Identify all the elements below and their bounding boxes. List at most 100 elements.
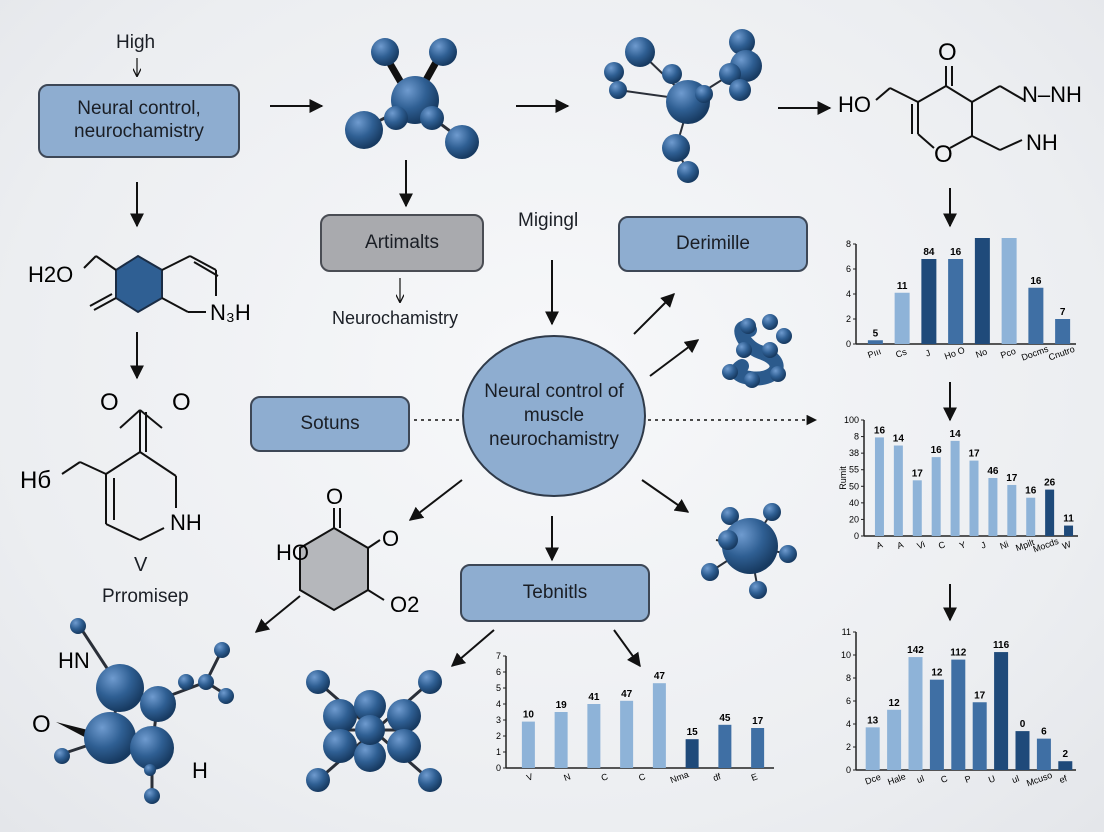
bar-data-label: 16 (950, 247, 962, 258)
y-tick-label: 20 (849, 514, 859, 524)
bar (620, 700, 634, 768)
o-label: O (32, 711, 51, 738)
bar-data-label: 116 (993, 640, 1010, 651)
x-tick-label: Vi (916, 539, 927, 551)
promisep-label: Prromisep (102, 586, 189, 607)
bar-data-label: 14 (950, 429, 962, 440)
bar-data-label: 19 (556, 700, 568, 711)
bar-data-label: 16 (1025, 486, 1037, 497)
o-ring-label: O (934, 141, 953, 168)
x-tick-label: C (600, 771, 610, 783)
y-tick-label: 3 (496, 715, 501, 725)
neural-control-box[interactable]: Neural control, neurochamistry (38, 84, 240, 158)
y-tick-label: 4 (846, 289, 851, 299)
x-tick-label: Pııı (866, 346, 882, 360)
bar (1055, 319, 1071, 344)
o-hex-right-label: O (382, 526, 399, 551)
bar (1036, 738, 1051, 770)
y-tick-label: 0 (496, 763, 501, 773)
x-tick-label: Cnutro (1047, 344, 1076, 363)
bar (652, 683, 666, 768)
x-tick-label: P (963, 773, 972, 784)
bar (867, 340, 883, 344)
bar (929, 679, 944, 770)
x-tick-label: df (712, 771, 723, 783)
artimalts-box[interactable]: Artimalts (320, 214, 484, 272)
y-tick-label: 2 (496, 731, 501, 741)
bar (921, 259, 937, 344)
bar (1026, 497, 1036, 536)
y-tick-label: 38 (849, 448, 859, 458)
bar (1058, 761, 1073, 770)
bar (908, 657, 923, 770)
molecule-lattice (306, 670, 442, 792)
bar-data-label: 41 (588, 692, 600, 703)
x-tick-label: Pco (999, 346, 1017, 361)
x-tick-label: Mocds (1032, 536, 1061, 555)
h2o-label: H2O (28, 262, 73, 287)
x-tick-label: U (987, 773, 997, 785)
miging-label: Migingl (518, 210, 579, 231)
bar (912, 480, 922, 536)
x-tick-label: Cs (894, 346, 908, 359)
molecule-chain (722, 314, 792, 388)
bar-chart-top-right: 86420511841661142167PıııCsJHo ONoPcoDocm… (846, 238, 1076, 363)
molecule-tetrahedral (345, 38, 479, 159)
bar-data-label: 11 (1063, 514, 1074, 525)
bar-chart-mid-right: 100838555040200Rumit16141716141746171626… (838, 415, 1078, 555)
y-tick-label: 50 (849, 481, 859, 491)
bar-data-label: 17 (968, 449, 980, 460)
y-tick-label: 4 (846, 719, 851, 729)
bar (1001, 238, 1017, 344)
y-tick-label: 100 (844, 415, 859, 425)
structure-right-top (875, 66, 1025, 151)
molecule-cluster (604, 29, 762, 183)
x-tick-label: Dce (864, 772, 882, 787)
bar-data-label: 15 (687, 727, 699, 738)
derimille-box[interactable]: Derimille (618, 216, 808, 272)
bar (887, 709, 902, 770)
bar-data-label: 12 (889, 698, 901, 709)
sotuns-box[interactable]: Sotuns (250, 396, 410, 452)
bar (893, 445, 903, 536)
y-tick-label: 55 (849, 465, 859, 475)
bar-data-label: 13 (867, 715, 879, 726)
bar (1064, 525, 1074, 536)
x-tick-label: ef (1058, 773, 1069, 785)
y-tick-label: 0 (854, 531, 859, 541)
x-tick-label: ul (915, 773, 925, 785)
bar-data-label: 17 (1006, 473, 1018, 484)
bar (974, 238, 990, 344)
neurochamistry-label: Neurochamistry (332, 308, 459, 328)
bar (950, 440, 960, 536)
bar-data-label: 17 (912, 468, 924, 479)
bar-data-label: 26 (1044, 478, 1056, 489)
y-tick-label: 5 (496, 683, 501, 693)
v-label: V (134, 554, 148, 576)
bar (931, 457, 941, 536)
x-tick-label: ul (1011, 773, 1021, 785)
bar-data-label: 142 (907, 645, 924, 656)
y-tick-label: 0 (846, 765, 851, 775)
bar (751, 728, 765, 768)
x-tick-label: V (525, 771, 534, 782)
ho-right-label: HO (838, 92, 871, 117)
x-tick-label: Y (958, 539, 967, 550)
x-tick-label: J (980, 540, 988, 551)
bar (718, 724, 732, 768)
hn-label: HN (58, 648, 90, 673)
y-tick-label: 2 (846, 314, 851, 324)
bar-data-label: 47 (621, 689, 633, 700)
nh-mid-label: NH (170, 510, 202, 535)
hub-circle[interactable]: Neural control of muscle neurochamistry (462, 335, 646, 497)
bar (874, 437, 884, 536)
y-tick-label: 8 (846, 239, 851, 249)
bar-data-label: 11 (897, 281, 908, 292)
bar-data-label: 7 (1060, 307, 1066, 318)
bar-data-label: 16 (874, 425, 886, 436)
x-tick-label: A (875, 539, 884, 550)
flow-arrows (130, 58, 957, 668)
bar (587, 704, 601, 768)
tebnitls-box[interactable]: Tebnitls (460, 564, 650, 622)
